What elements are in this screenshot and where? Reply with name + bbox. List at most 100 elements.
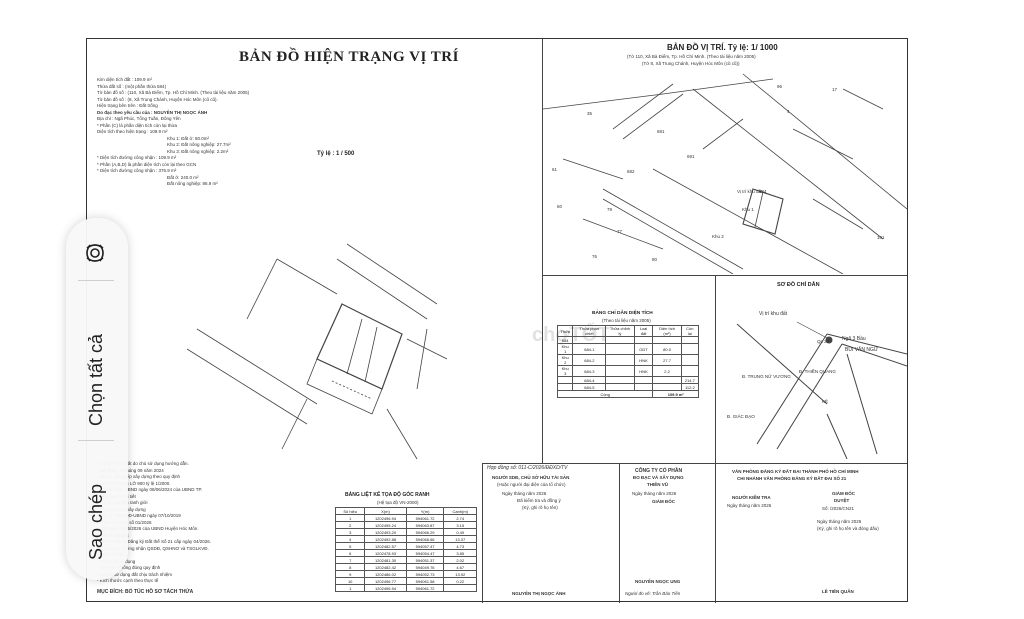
table-cell: 2.2 xyxy=(652,365,682,377)
table-cell: Khu 1 xyxy=(556,343,574,355)
table-cell: 684 xyxy=(556,336,574,344)
location-map-subtitle: (Tờ 8, Xã Trung Chánh, Huyện Hóc Môn (cũ… xyxy=(642,61,740,66)
surveyor: Người đo vẽ: Trần Bảo Tiến xyxy=(625,591,681,596)
note-line: - Kích thước cạnh theo thực tế xyxy=(97,578,159,583)
table-cell: 684-5 xyxy=(572,383,607,391)
table-cell: 594049.76 xyxy=(405,563,445,571)
note-line: - Số hiệu QĐ-UBND ngày 08/06/2024 của UB… xyxy=(97,487,203,492)
text-selection-panel: Chọn tất cả Sao chép xyxy=(66,218,128,580)
parcel-division xyxy=(364,326,378,383)
location-map-title: BẢN ĐỒ VỊ TRÍ. Tỷ lệ: 1/ 1000 xyxy=(667,43,778,52)
table-cell: 3 xyxy=(334,528,366,536)
company-subtitle: THIÊN VŨ xyxy=(647,482,669,487)
table-cell: 7 xyxy=(334,556,366,564)
column-header: Y(m) xyxy=(405,507,445,515)
table-cell: 4 xyxy=(334,535,366,543)
area-table-title: BẢNG CHỈ DẪN DIỆN TÍCH xyxy=(592,311,653,316)
guide-label: BÙI VĂN NGỮ xyxy=(845,347,879,353)
note-line: - QĐ số 4906/QĐ-UBND ngày 07/10/2019 xyxy=(97,513,181,518)
table-cell xyxy=(605,354,635,366)
table-cell: 1202493.20 xyxy=(364,528,407,536)
info-line: Khu 2: Đất nông nghiệp: 27.7m² xyxy=(167,142,231,147)
target-parcel xyxy=(742,188,784,235)
divider xyxy=(542,275,907,276)
pointer-line xyxy=(796,321,828,339)
table-cell: 1202496.77 xyxy=(364,577,407,585)
contract-number: Hợp đồng số: 011-C/2026/ĐĐXD/TV xyxy=(487,465,568,471)
column-header: Diện tích (m²) xyxy=(652,325,682,337)
table-cell: 6 xyxy=(334,549,366,557)
map-line xyxy=(652,168,844,274)
office-title: VĂN PHÒNG ĐĂNG KÝ ĐẤT ĐAI THÀNH PHỐ HỒ C… xyxy=(732,469,859,474)
info-line: Đất ở: 240.0 m² xyxy=(167,174,199,180)
company-subtitle: ĐO ĐẠC VÀ XÂY DỰNG xyxy=(633,475,684,480)
map-line xyxy=(754,191,764,228)
table-cell: 2 xyxy=(334,521,366,529)
note-line: - QĐ ngày 28 tháng 09 năm 2024 xyxy=(97,467,164,473)
map-line xyxy=(742,73,907,210)
director-title: GIÁM ĐỐC xyxy=(832,491,855,496)
note-line: - Lưu giữ khu đất do chủ sử dụng hướng d… xyxy=(97,461,189,466)
lens-icon[interactable] xyxy=(82,240,108,266)
table-cell xyxy=(633,376,654,384)
column-header: Thửa phân chiết xyxy=(572,325,607,337)
table-cell xyxy=(680,354,700,366)
select-all-button[interactable]: Chọn tất cả xyxy=(86,333,106,426)
company-date: Ngày tháng năm 2026 xyxy=(632,491,677,496)
info-line: * Phần (C) là phần diện tích còn lại thử… xyxy=(97,122,178,128)
table-cell: 1202496.94 xyxy=(364,514,407,522)
note-line: - DỌC HƯỚNG LÔ 900 tỷ lệ 1/2000. xyxy=(97,480,171,486)
company-title: CÔNG TY CỔ PHẦN xyxy=(635,468,683,474)
map-line xyxy=(692,88,884,240)
lot-edge xyxy=(416,328,428,390)
table-cell: Khu 3 xyxy=(556,365,574,377)
note-line: - Theo Giấy chứng nhận QSDĐ, QSHNƠ và TS… xyxy=(97,545,209,551)
parcel-number: 681 xyxy=(657,129,665,134)
coord-table-title: BẢNG LIỆT KÊ TỌA ĐỘ GÓC RANH xyxy=(345,492,430,498)
info-line: * Diện tích đường công nhận : 109.9 m² xyxy=(97,155,177,160)
table-cell: 2.02 xyxy=(443,556,477,564)
parcel-boundary xyxy=(316,303,403,390)
table-cell xyxy=(443,584,477,592)
info-line: Kim diện tích đất : 109.9 m² xyxy=(97,77,153,82)
copy-button[interactable]: Sao chép xyxy=(86,483,106,560)
table-cell: 594063.87 xyxy=(405,521,445,529)
column-header: Loại đất xyxy=(633,325,654,337)
parcel-number: 79 xyxy=(607,207,613,212)
parcel-division xyxy=(331,380,373,400)
map-line xyxy=(602,188,744,270)
table-cell: ODT xyxy=(633,343,654,355)
column-header: X(m) xyxy=(364,507,407,515)
table-cell: 4.67 xyxy=(443,563,477,571)
table-cell: 214.7 xyxy=(680,376,700,384)
location-marker xyxy=(825,336,833,344)
guide-road xyxy=(756,333,828,445)
table-cell: 0.22 xyxy=(443,577,477,585)
table-cell xyxy=(652,336,682,344)
map-line xyxy=(792,128,854,160)
info-line: Tờ bản đồ số : (110, Xã Bà Điểm, Tp. Hồ … xyxy=(97,90,250,95)
map-line xyxy=(702,118,744,150)
table-cell: 1202496.94 xyxy=(364,584,407,592)
parcel-boundary xyxy=(306,358,383,415)
table-cell: 1202495.24 xyxy=(364,521,407,529)
table-cell: 27.7 xyxy=(652,354,682,366)
table-cell: Cộng xyxy=(556,390,654,398)
note-line: - Người sử dụng đất chịu trách nhiệm xyxy=(97,571,173,577)
table-cell: 0.49 xyxy=(443,528,477,536)
table-cell xyxy=(680,365,700,377)
column-header: Số hiệu xyxy=(334,507,366,515)
table-cell xyxy=(680,343,700,355)
table-cell xyxy=(572,336,607,344)
divider xyxy=(715,463,716,603)
parcel-number: 35 xyxy=(587,111,593,116)
parcel-number: 61 xyxy=(552,167,558,172)
